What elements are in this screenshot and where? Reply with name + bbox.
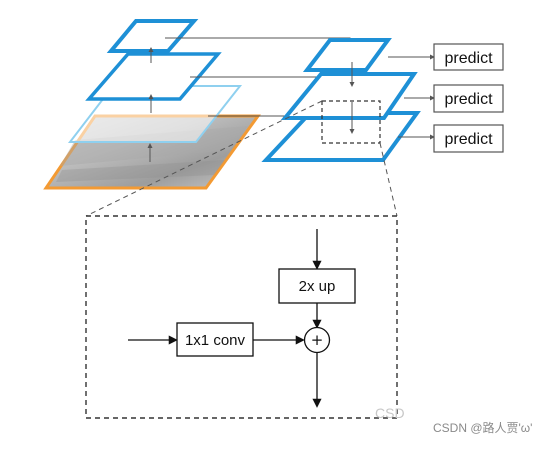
zoom-connector bbox=[85, 100, 323, 217]
feature-plane-middle bbox=[85, 52, 222, 101]
upsample-box: 2x up bbox=[278, 268, 356, 304]
predict-box-top: predict bbox=[433, 43, 504, 71]
zoom-connector bbox=[379, 142, 398, 217]
conv-box: 1x1 conv bbox=[176, 322, 254, 357]
output-plane-middle bbox=[280, 72, 418, 120]
feature-plane-top bbox=[106, 19, 199, 53]
add-node: + bbox=[303, 326, 331, 354]
faint-watermark: CSD bbox=[375, 405, 405, 421]
add-symbol: + bbox=[311, 331, 324, 349]
upsample-label: 2x up bbox=[299, 278, 336, 295]
output-plane-top bbox=[302, 38, 392, 72]
output-plane-bottom bbox=[261, 111, 421, 162]
zoom-region bbox=[321, 100, 381, 144]
predict-label: predict bbox=[444, 131, 493, 148]
detail-panel bbox=[85, 215, 398, 419]
predict-box-bottom: predict bbox=[433, 124, 504, 153]
image-detail-band bbox=[56, 160, 225, 182]
predict-label: predict bbox=[444, 50, 493, 67]
predict-label: predict bbox=[444, 91, 493, 108]
predict-box-middle: predict bbox=[433, 84, 504, 113]
conv-label: 1x1 conv bbox=[185, 332, 246, 349]
csdn-watermark: CSDN @路人贾'ω' bbox=[433, 420, 532, 435]
